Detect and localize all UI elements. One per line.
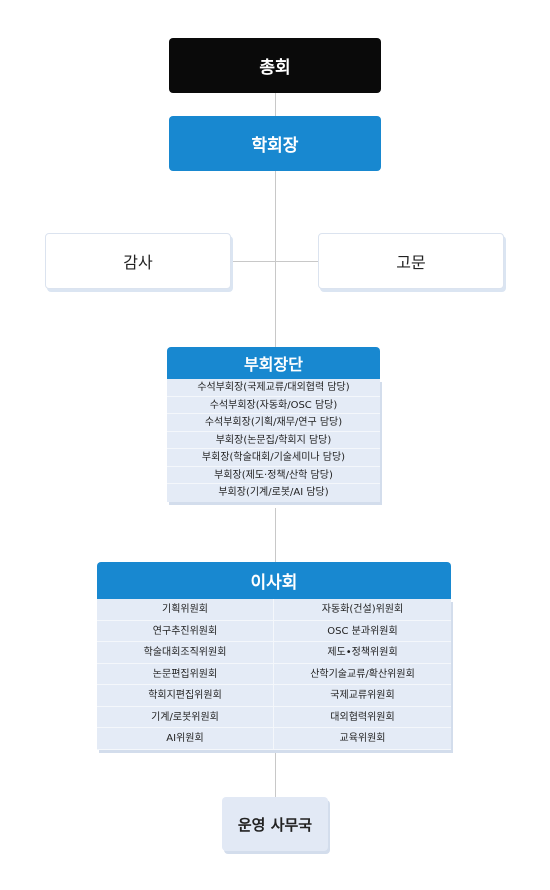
committee-item: 연구추진위원회 xyxy=(97,620,274,642)
committee-item: OSC 분과위원회 xyxy=(274,621,451,642)
committee-item: 대외협력위원회 xyxy=(274,707,451,728)
committee-item: AI위원회 xyxy=(97,728,274,750)
general-assembly-box: 총회 xyxy=(169,38,381,93)
advisor-box: 고문 xyxy=(318,233,504,289)
board-title: 이사회 xyxy=(250,573,298,593)
advisor-label: 고문 xyxy=(396,253,426,272)
committee-item: 기계/로봇위원회 xyxy=(97,706,274,728)
board-panel: 이사회 기획위원회 자동화(건설)위원회 연구추진위원회 OSC 분과위원회 학… xyxy=(97,562,451,750)
committee-item: 학회지편집위원회 xyxy=(97,685,274,707)
board-header: 이사회 xyxy=(97,562,451,599)
secretariat-label: 운영 사무국 xyxy=(237,815,313,834)
connector-vice-to-board xyxy=(275,508,276,562)
committee-item: 국제교류위원회 xyxy=(274,685,451,707)
committee-item: 논문편집위원회 xyxy=(97,663,274,685)
auditor-box: 감사 xyxy=(45,233,231,289)
vice-president-title: 부회장단 xyxy=(244,355,303,374)
vice-president-item: 부회장(논문집/학회지 담당) xyxy=(167,432,380,449)
vice-president-item: 수석부회장(자동화/OSC 담당) xyxy=(167,397,380,414)
connector-spine-top xyxy=(275,92,276,348)
vice-president-item: 수석부회장(기획/재무/연구 담당) xyxy=(167,414,380,432)
vice-president-header: 부회장단 xyxy=(167,347,380,379)
vice-president-item: 부회장(학술대회/기술세미나 담당) xyxy=(167,449,380,467)
committee-item: 산학기술교류/확산위원회 xyxy=(274,664,451,685)
connector-board-to-secretariat xyxy=(275,752,276,798)
president-box: 학회장 xyxy=(169,116,381,171)
committee-item: 교육위원회 xyxy=(274,728,451,750)
vice-president-item: 부회장(제도·정책/산학 담당) xyxy=(167,467,380,484)
vice-president-panel: 부회장단 수석부회장(국제교류/대외협력 담당) 수석부회장(자동화/OSC 담… xyxy=(167,347,380,502)
secretariat-box: 운영 사무국 xyxy=(222,797,328,851)
vice-president-item: 부회장(기계/로봇/AI 담당) xyxy=(218,487,329,498)
vice-president-item: 수석부회장(국제교류/대외협력 담당) xyxy=(167,379,380,397)
board-committee-grid: 기획위원회 자동화(건설)위원회 연구추진위원회 OSC 분과위원회 학술대회조… xyxy=(97,599,451,750)
connector-auditor-advisor xyxy=(232,261,318,262)
committee-item: 자동화(건설)위원회 xyxy=(274,599,451,621)
president-label: 학회장 xyxy=(251,136,299,156)
committee-item: 학술대회조직위원회 xyxy=(97,642,274,664)
vice-president-list: 수석부회장(국제교류/대외협력 담당) 수석부회장(자동화/OSC 담당) 수석… xyxy=(167,379,380,502)
auditor-label: 감사 xyxy=(123,253,153,272)
general-assembly-label: 총회 xyxy=(259,58,291,78)
committee-item: 제도•정책위원회 xyxy=(274,642,451,664)
committee-item: 기획위원회 xyxy=(97,599,274,621)
